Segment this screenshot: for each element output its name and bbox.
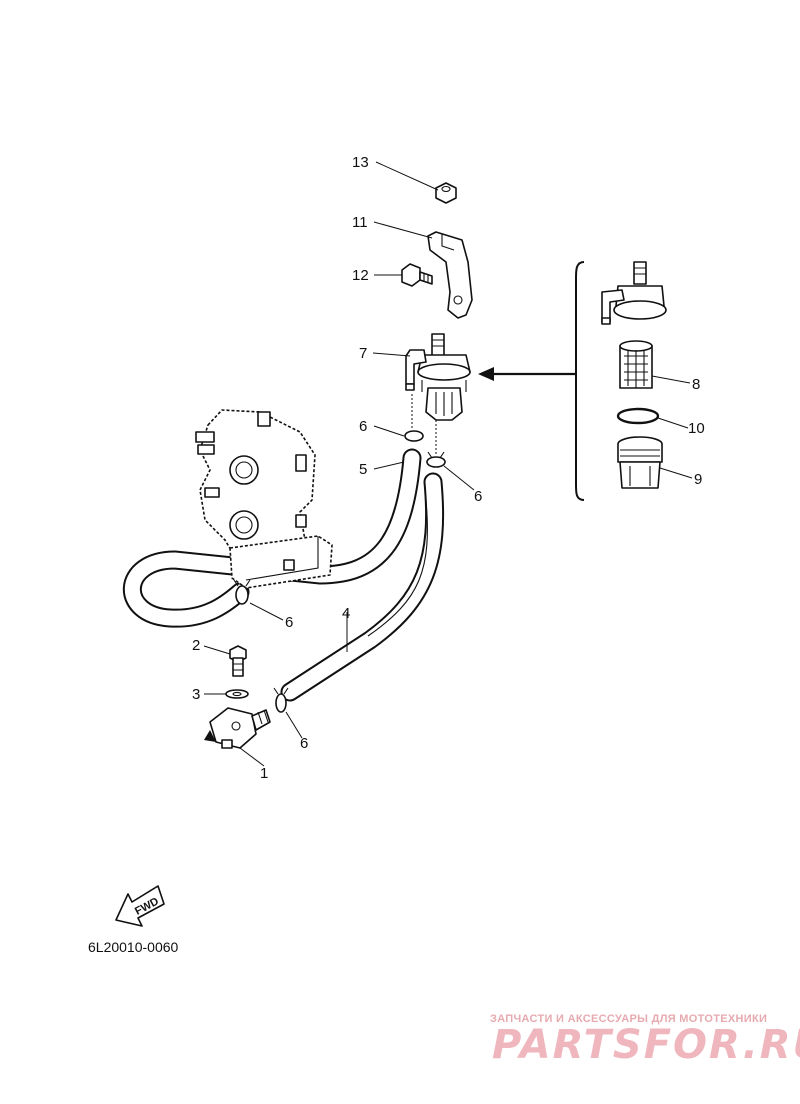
- leader-lines: [203, 161, 693, 767]
- fwd-arrow-icon: FWD: [115, 885, 165, 927]
- callout-6-left: 6: [285, 614, 293, 631]
- watermark-tagline: ЗАПЧАСТИ И АКСЕССУАРЫ ДЛЯ МОТОТЕХНИКИ: [490, 1013, 767, 1025]
- filter-bowl-9: [617, 436, 663, 489]
- callout-11: 11: [352, 214, 368, 231]
- filter-head-detail: [601, 261, 667, 325]
- watermark-logo: ЗАПЧАСТИ И АКСЕССУАРЫ ДЛЯ МОТОТЕХНИКИ PA…: [490, 1013, 800, 1068]
- watermark-logo-text: PARTSFOR.RU: [492, 1022, 800, 1068]
- callout-9: 9: [694, 471, 702, 488]
- callout-13: 13: [352, 154, 369, 171]
- detail-bracket: [478, 261, 585, 501]
- bolt-12: [401, 263, 433, 287]
- bracket-11: [427, 231, 473, 319]
- drawing-code: 6L20010-0060: [88, 939, 179, 955]
- fuel-hose-4: [280, 472, 445, 702]
- o-ring-10: [616, 407, 660, 425]
- callout-10: 10: [688, 420, 705, 437]
- callout-1: 1: [260, 765, 268, 782]
- fuel-hose-5: [122, 448, 422, 628]
- hose-clamp-6-right: [426, 451, 446, 468]
- carburetor-assembly: [195, 409, 333, 589]
- nut-13: [435, 182, 457, 204]
- callout-6-lower: 6: [300, 735, 308, 752]
- hose-clamp-6-left: [233, 579, 251, 605]
- callout-4: 4: [342, 605, 350, 622]
- hose-clamp-6-upper: [404, 430, 424, 442]
- callout-8: 8: [692, 376, 700, 393]
- filter-element-8: [619, 340, 653, 389]
- callout-7: 7: [359, 345, 367, 362]
- callout-3: 3: [192, 686, 200, 703]
- hose-clamp-6-lower: [273, 687, 289, 713]
- bolt-2: [229, 645, 247, 677]
- fuel-filter-7: [405, 333, 471, 421]
- fuel-fitting-1: [204, 707, 271, 749]
- callout-2: 2: [192, 637, 200, 654]
- callout-6-right: 6: [474, 488, 482, 505]
- callout-6-upper: 6: [359, 418, 367, 435]
- callout-12: 12: [352, 267, 369, 284]
- washer-3: [225, 689, 249, 699]
- callout-5: 5: [359, 461, 367, 478]
